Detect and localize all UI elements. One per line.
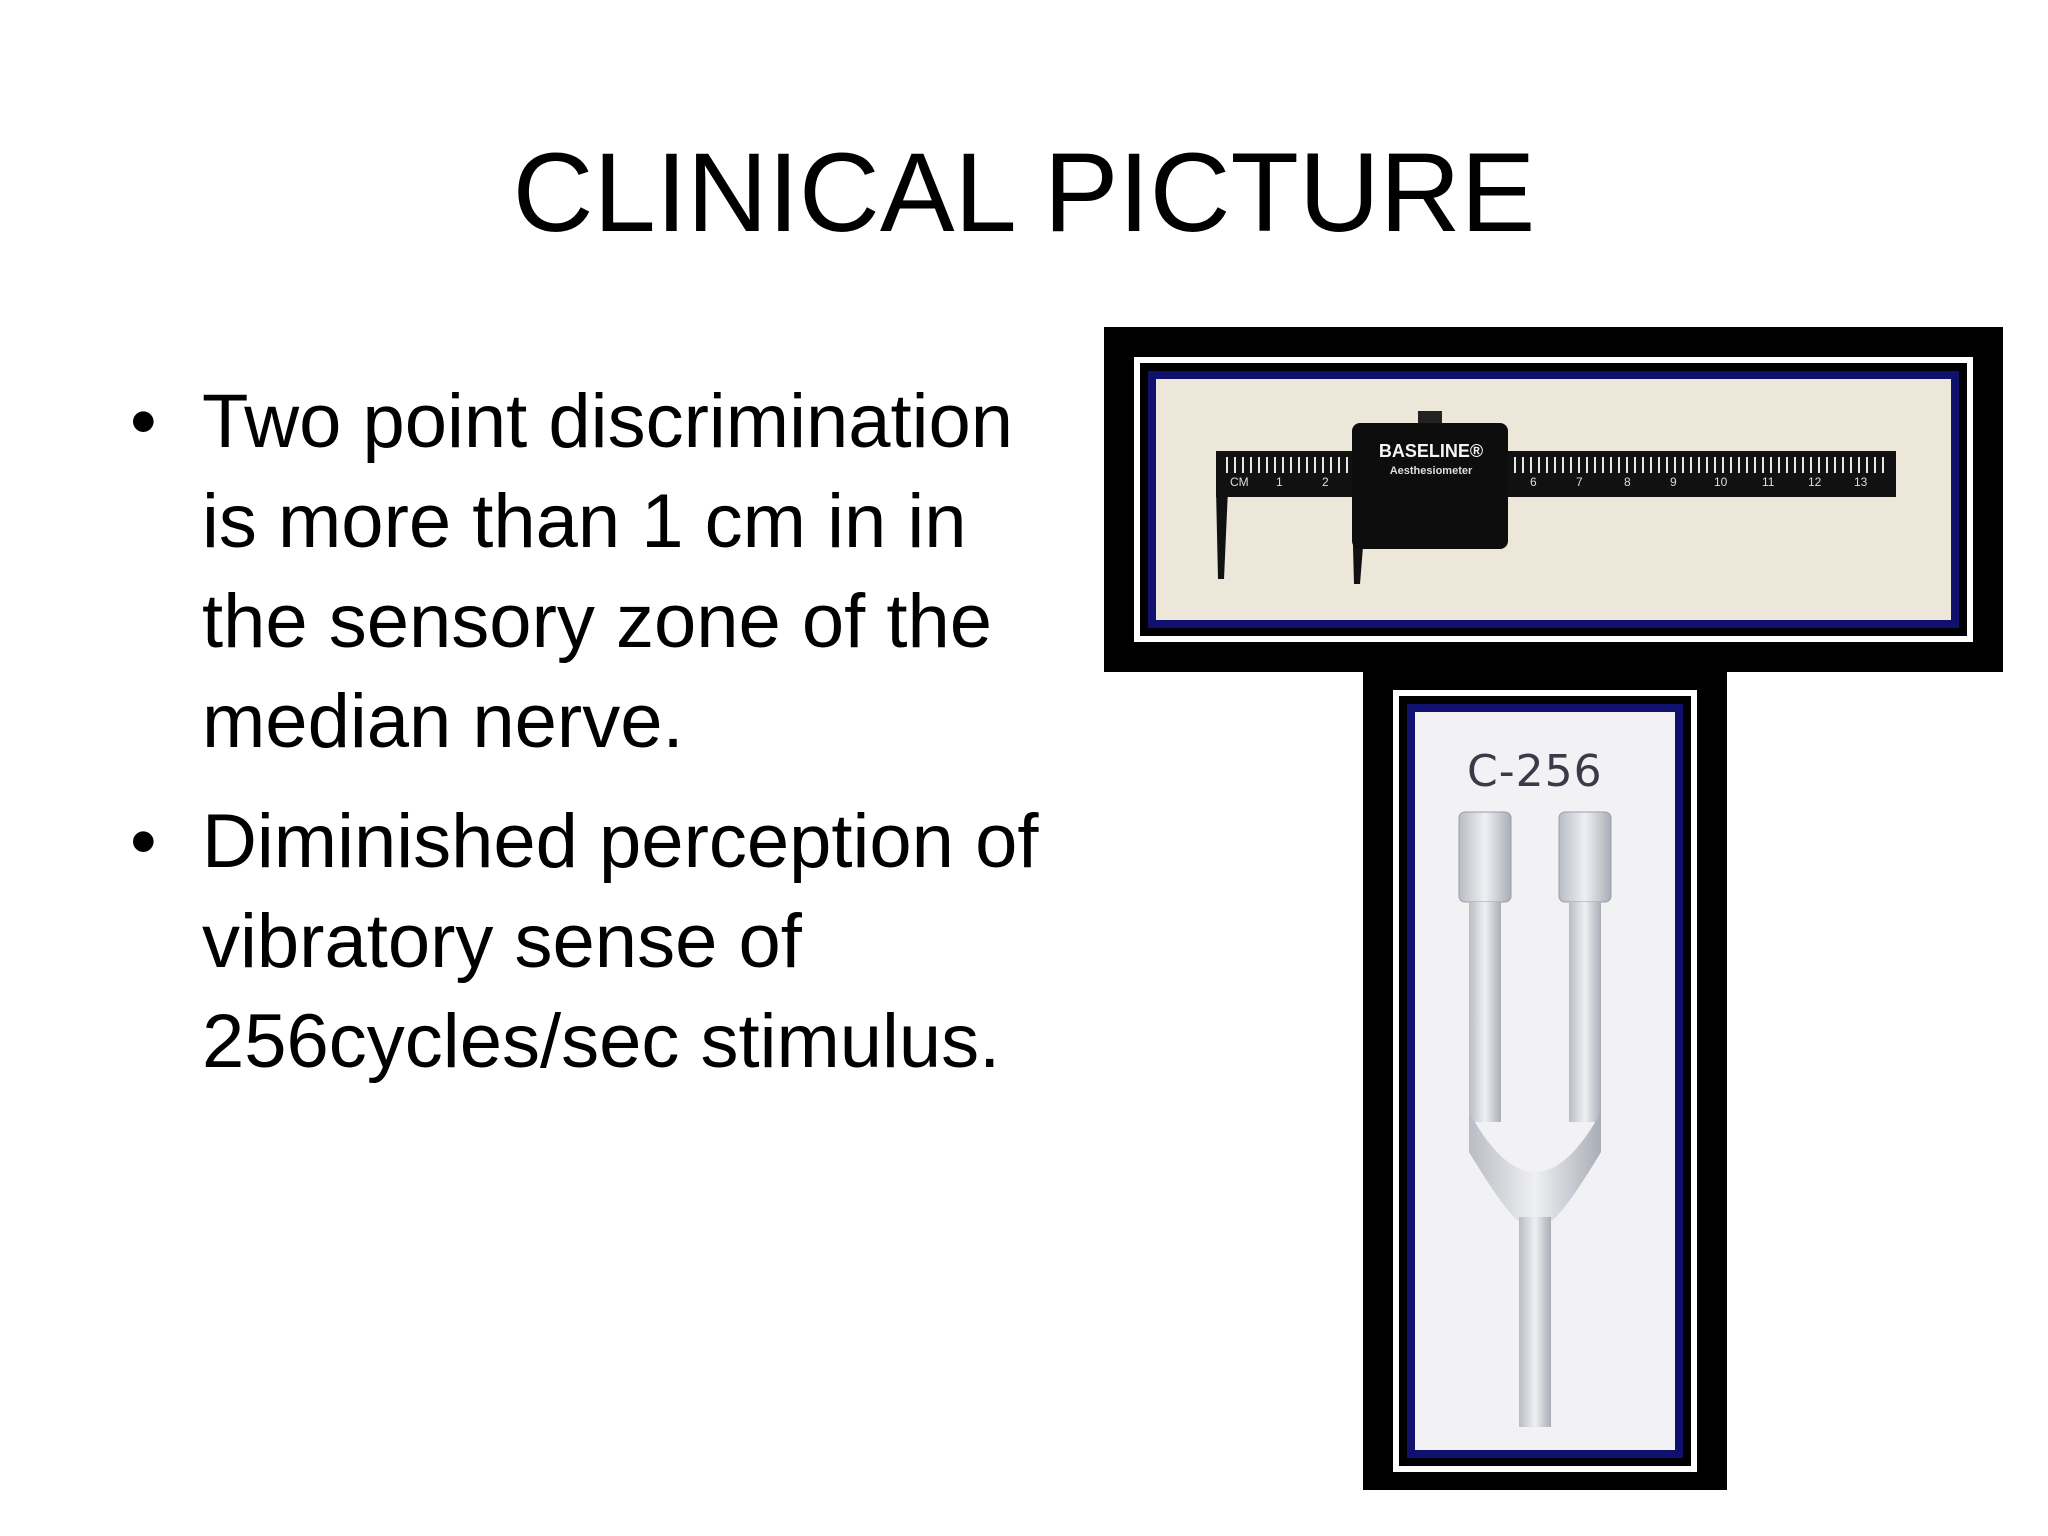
scale-number: 7 bbox=[1576, 475, 1583, 489]
fork-prong-left bbox=[1469, 902, 1501, 1122]
scale-number: 8 bbox=[1624, 475, 1631, 489]
bullet-item: • Two point discrimination is more than … bbox=[110, 372, 1070, 772]
tuning-fork-drawing bbox=[1458, 811, 1612, 1427]
slide-title: CLINICAL PICTURE bbox=[512, 130, 1536, 255]
bullet-marker: • bbox=[130, 799, 157, 884]
scale-number: 11 bbox=[1762, 475, 1775, 489]
bullet-item: • Diminished perception of vibratory sen… bbox=[110, 792, 1070, 1092]
scale-number: 10 bbox=[1714, 475, 1728, 489]
fork-stem bbox=[1519, 1217, 1551, 1427]
bullet-list: • Two point discrimination is more than … bbox=[110, 372, 1070, 1112]
scale-number: 2 bbox=[1322, 475, 1329, 489]
bullet-text: Two point discrimination is more than 1 … bbox=[202, 379, 1014, 764]
bullet-text: Diminished perception of vibratory sense… bbox=[202, 799, 1039, 1084]
tuning-fork-label: C-256 bbox=[1467, 746, 1603, 797]
scale-number: 1 bbox=[1276, 475, 1283, 489]
fork-weight-right bbox=[1558, 811, 1612, 903]
caliper-point-left bbox=[1216, 489, 1228, 579]
scale-number: CM bbox=[1230, 475, 1249, 489]
scale-number: 6 bbox=[1530, 475, 1537, 489]
scale-number: 13 bbox=[1854, 475, 1868, 489]
tuning-fork-photo: C-256 bbox=[1407, 704, 1683, 1458]
aesthesiometer-image-frame: BASELINE® Aesthesiometer CM 1 2 6 7 8 9 … bbox=[1104, 327, 2003, 672]
brand-label: BASELINE® bbox=[1378, 441, 1484, 461]
caliper-slider bbox=[1352, 423, 1508, 549]
fork-base bbox=[1469, 1112, 1601, 1222]
knob bbox=[1418, 411, 1442, 425]
aesthesiometer-photo: BASELINE® Aesthesiometer CM 1 2 6 7 8 9 … bbox=[1148, 371, 1959, 628]
frame-inner-border bbox=[1393, 690, 1697, 1472]
tuning-fork-image-frame: C-256 bbox=[1363, 672, 1727, 1490]
fork-prong-right bbox=[1569, 902, 1601, 1122]
bullet-marker: • bbox=[130, 379, 157, 464]
fork-weight-left bbox=[1458, 811, 1512, 903]
frame-inner-border bbox=[1134, 357, 1973, 642]
scale-number: 12 bbox=[1808, 475, 1822, 489]
aesthesiometer-drawing bbox=[1216, 411, 1442, 584]
model-label: Aesthesiometer bbox=[1389, 465, 1473, 477]
scale-number: 9 bbox=[1670, 475, 1677, 489]
